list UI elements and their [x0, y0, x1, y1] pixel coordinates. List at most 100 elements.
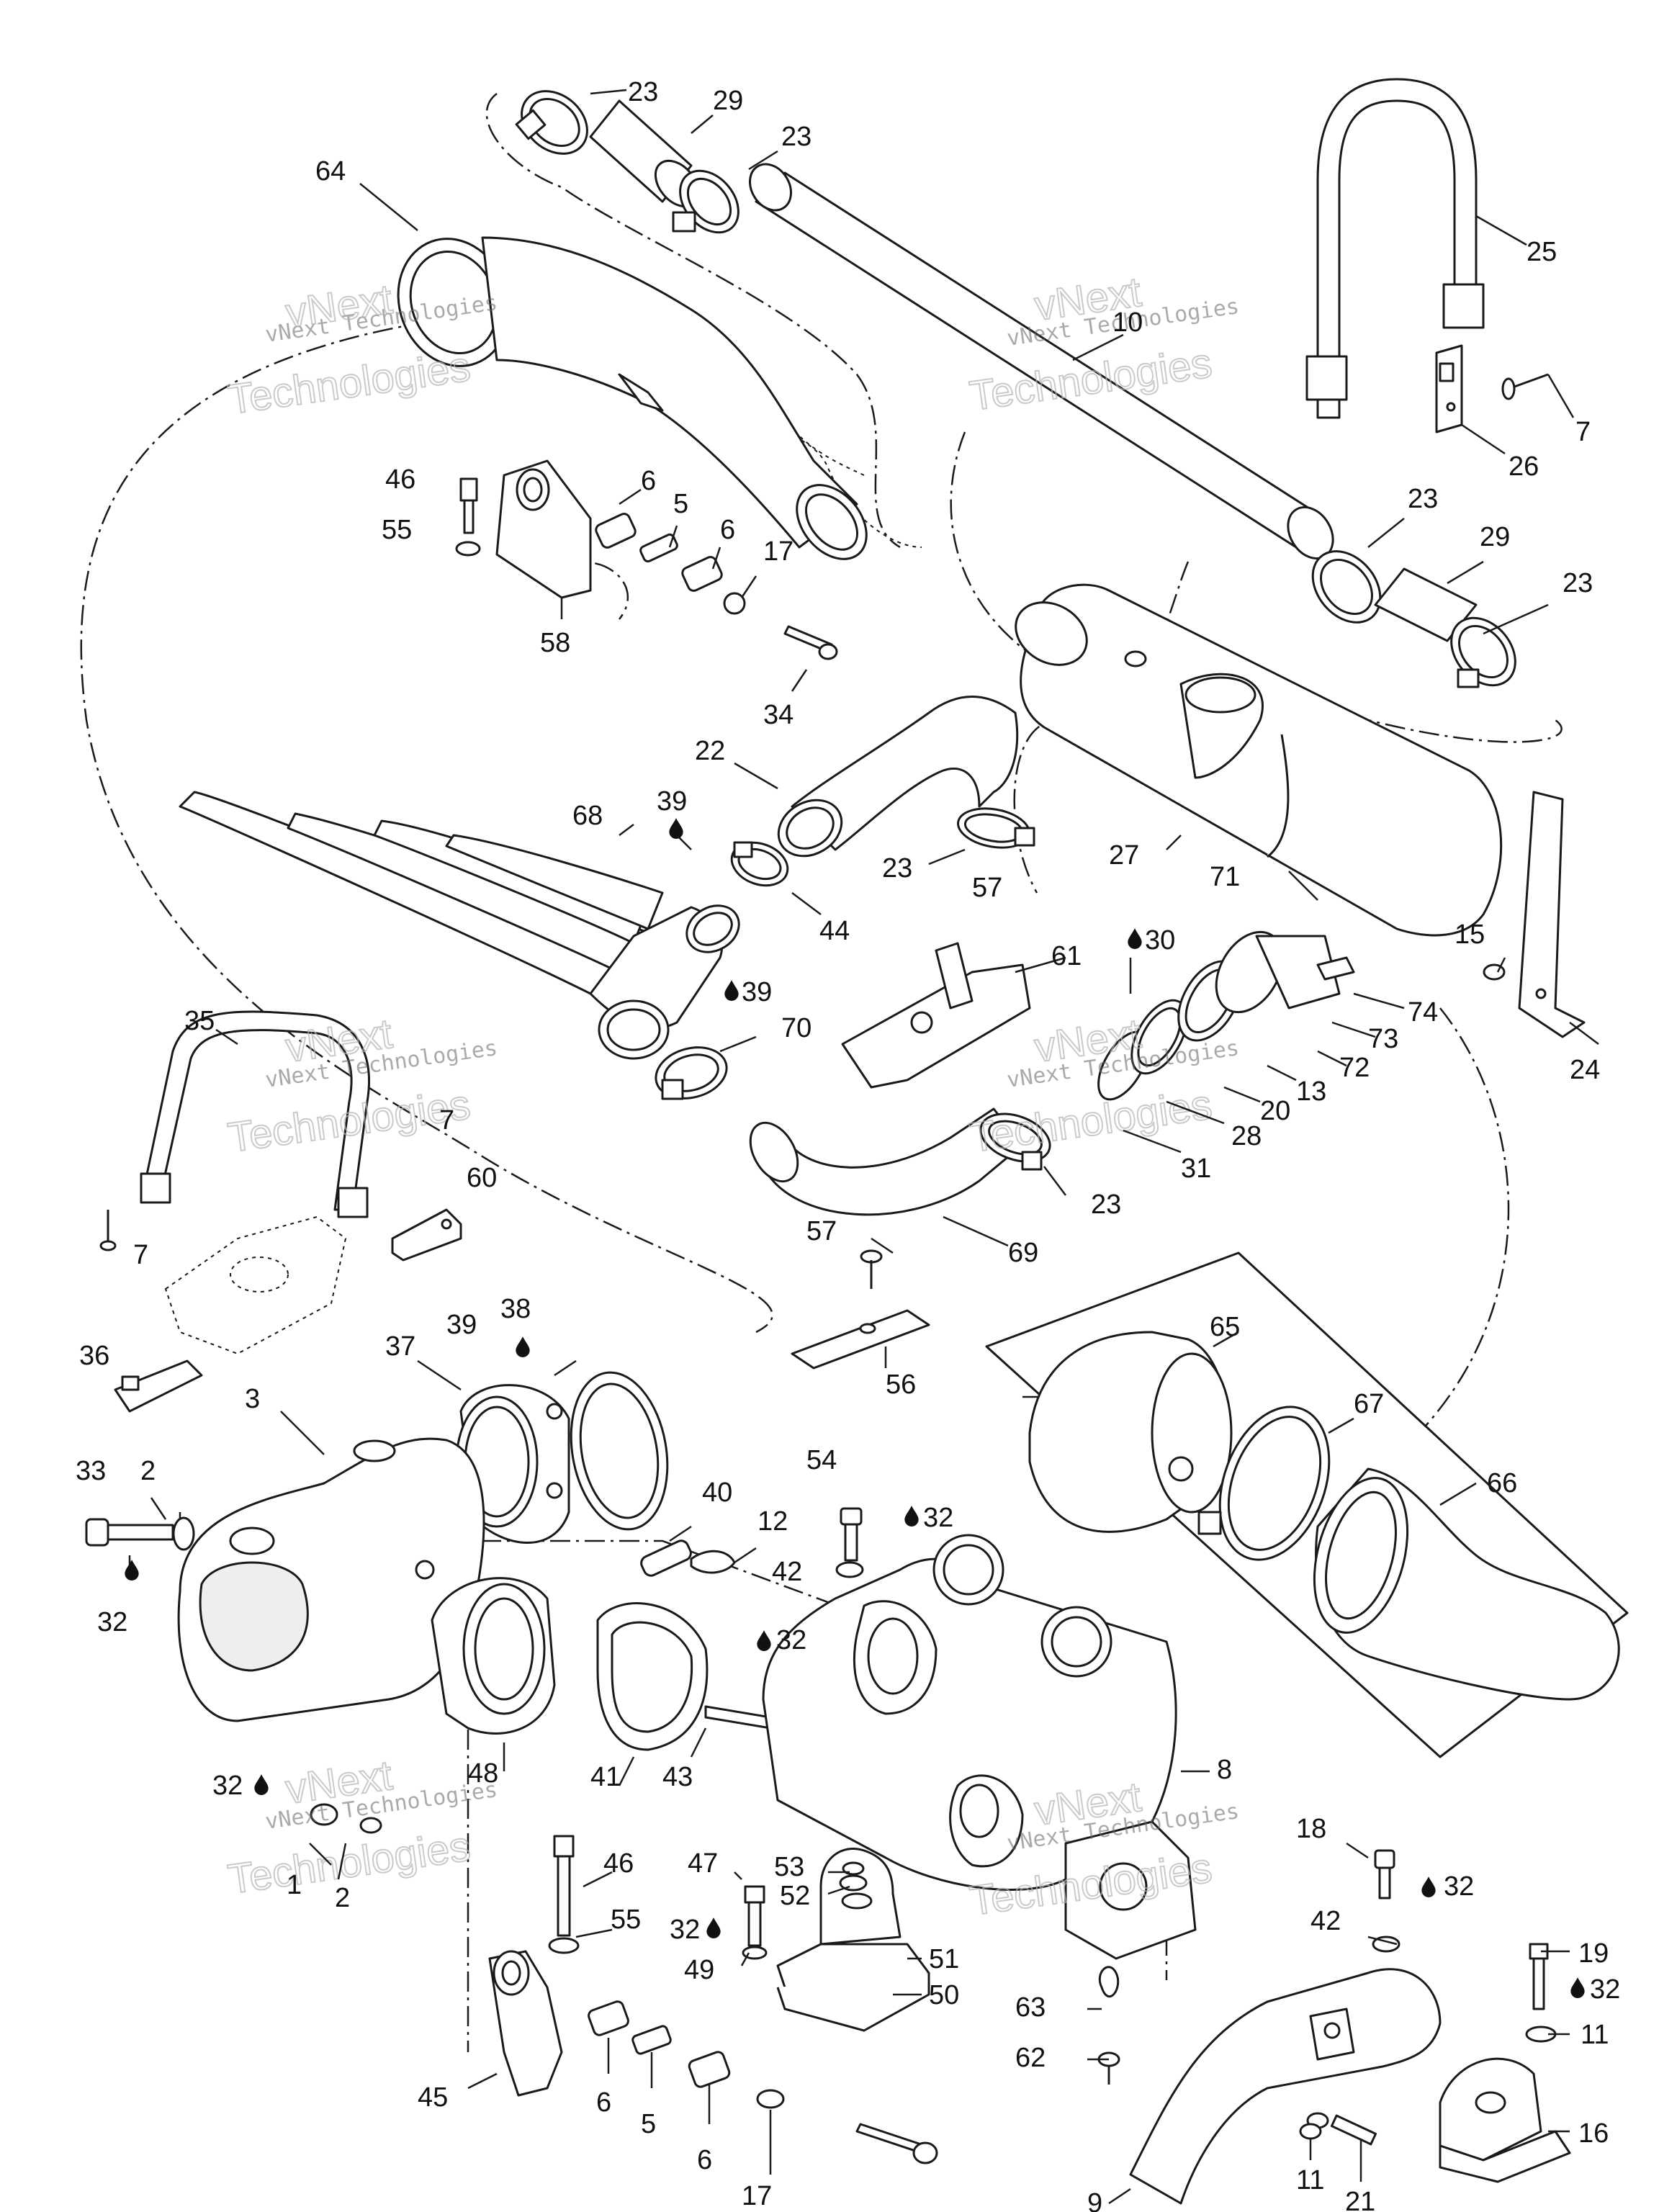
callout-46: 46	[385, 464, 415, 495]
clamp-23-mid	[957, 807, 1035, 849]
bracket-60	[391, 1208, 462, 1262]
callout-42: 42	[1310, 1906, 1341, 1936]
callout-36: 36	[79, 1341, 109, 1371]
strap-25	[1305, 78, 1485, 419]
callout-29: 29	[713, 86, 743, 116]
callout-39: 39	[657, 786, 687, 817]
callout-6: 6	[641, 466, 656, 496]
callout-3: 3	[245, 1384, 260, 1414]
callout-32: 32	[776, 1625, 806, 1655]
callout-23: 23	[628, 77, 658, 107]
oil-drop-icon	[904, 1506, 919, 1527]
callout-labels: 23 29 23 64 25 10 7 26 46 6 5 55 6 17 58…	[76, 77, 1620, 2212]
callout-62: 62	[1015, 2043, 1046, 2073]
engine-mount-16	[1439, 2057, 1571, 2183]
svg-text:Technologies: Technologies	[225, 343, 473, 423]
callout-25: 25	[1527, 237, 1557, 267]
clamp-23-low	[979, 1112, 1051, 1171]
callout-32: 32	[1444, 1871, 1474, 1902]
clamp-23-top	[515, 90, 739, 234]
bushings-top	[595, 513, 838, 660]
callout-19: 19	[1578, 1938, 1609, 1969]
callout-30: 30	[1145, 925, 1175, 956]
callout-41: 41	[590, 1762, 621, 1792]
callout-45: 45	[418, 2082, 448, 2113]
bolt-18	[1374, 1849, 1395, 1899]
manifold-48	[431, 1577, 556, 1735]
callout-7: 7	[1575, 417, 1591, 447]
callout-70: 70	[781, 1013, 811, 1043]
bracket-58	[495, 459, 592, 599]
oil-drop-icon	[516, 1336, 530, 1357]
callout-67: 67	[1354, 1389, 1384, 1419]
callout-64: 64	[315, 156, 346, 186]
callout-39: 39	[742, 977, 772, 1007]
oil-drop-icon	[724, 980, 739, 1001]
callout-27: 27	[1109, 840, 1139, 871]
bolt-54	[840, 1507, 863, 1562]
callout-31: 31	[1181, 1154, 1211, 1184]
callout-51: 51	[929, 1944, 959, 1974]
bolt-33	[85, 1516, 195, 1551]
engine-mount-51	[819, 1847, 902, 1946]
exhaust-manifold-3	[177, 1437, 485, 1722]
oil-drop-icon	[1570, 1977, 1585, 1998]
screw-57	[860, 1249, 883, 1289]
gasket-41	[596, 1602, 709, 1751]
callout-35: 35	[184, 1006, 215, 1036]
clip-63	[1098, 1966, 1120, 1998]
callout-5: 5	[673, 489, 688, 519]
cover-61	[841, 942, 1031, 1089]
callout-55: 55	[382, 515, 412, 545]
callout-58: 58	[540, 628, 570, 658]
callout-20: 20	[1260, 1096, 1290, 1126]
callout-23: 23	[1408, 484, 1438, 514]
clamp-70	[655, 1046, 728, 1100]
exhaust-elbow-64	[397, 236, 868, 560]
bolt-46-top	[455, 477, 481, 557]
callout-6: 6	[596, 2087, 611, 2118]
mount-plate-50	[776, 1943, 930, 2032]
washer-11-mid	[1299, 2123, 1322, 2140]
callout-57: 57	[806, 1216, 837, 1246]
callout-23: 23	[1563, 568, 1593, 598]
callout-48: 48	[468, 1758, 498, 1789]
callout-13: 13	[1296, 1076, 1326, 1107]
callout-71: 71	[1210, 862, 1240, 892]
callout-53: 53	[774, 1852, 804, 1882]
callout-63: 63	[1015, 1992, 1046, 2023]
bolt-46-bottom	[548, 1835, 580, 1954]
callout-6: 6	[697, 2145, 712, 2175]
callout-21: 21	[1345, 2187, 1375, 2212]
oil-drop-icon	[757, 1630, 771, 1651]
oil-drop-icon	[706, 1917, 721, 1938]
bracket-26	[1435, 344, 1463, 433]
callout-15: 15	[1455, 920, 1485, 950]
callout-18: 18	[1296, 1814, 1326, 1844]
header-pipes-68	[179, 791, 740, 1060]
callout-34: 34	[763, 700, 793, 730]
hose-22	[777, 696, 1019, 858]
callout-54: 54	[806, 1445, 837, 1475]
rivet-7-left	[99, 1210, 117, 1251]
callout-28: 28	[1231, 1121, 1262, 1151]
callout-9: 9	[1087, 2188, 1102, 2212]
callout-2: 2	[335, 1883, 350, 1913]
callout-46: 46	[603, 1848, 634, 1879]
callout-32: 32	[923, 1503, 953, 1533]
spring-12	[690, 1550, 736, 1574]
callout-7: 7	[133, 1240, 148, 1270]
callout-44: 44	[819, 916, 850, 946]
callout-17: 17	[742, 2181, 772, 2211]
resonator-box	[985, 1251, 1629, 1758]
gasket-38	[570, 1371, 669, 1531]
callout-26: 26	[1509, 451, 1539, 482]
callout-17: 17	[763, 536, 793, 567]
engine-8	[762, 1534, 1197, 1960]
callout-11: 11	[1296, 2165, 1324, 2195]
callout-52: 52	[780, 1881, 810, 1911]
callout-68: 68	[572, 801, 603, 831]
callout-10: 10	[1112, 307, 1143, 338]
callout-37: 37	[385, 1331, 415, 1362]
callout-69: 69	[1008, 1238, 1038, 1268]
